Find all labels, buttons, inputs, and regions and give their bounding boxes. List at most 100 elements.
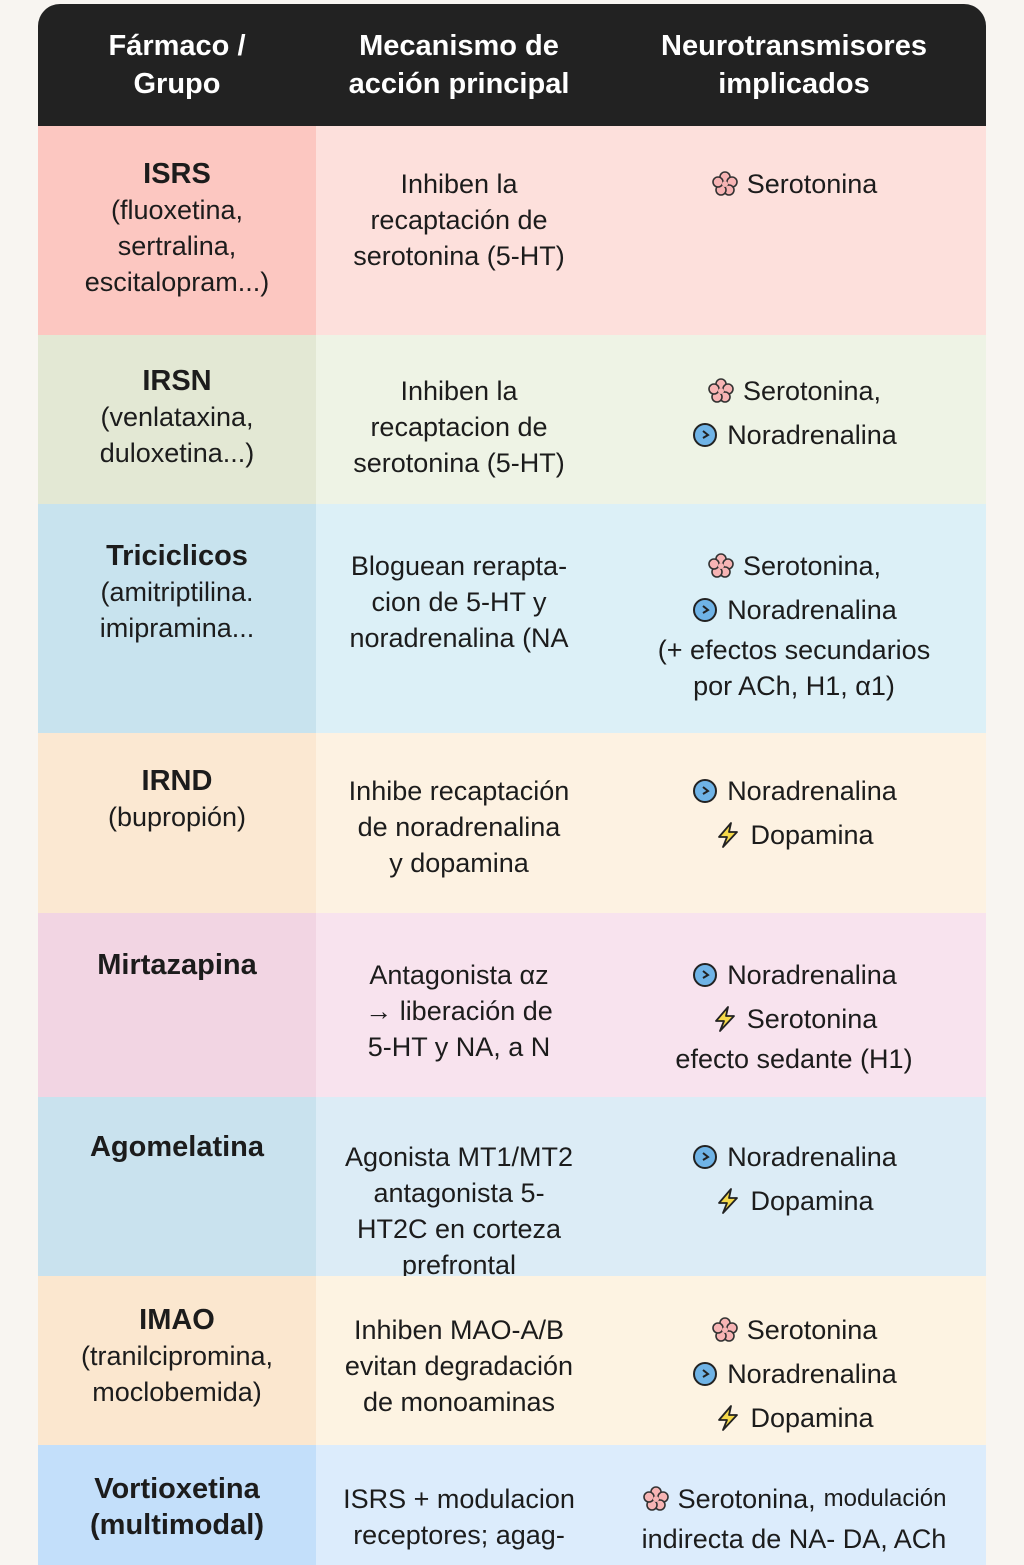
neurotransmitter-item: Dopamina xyxy=(714,817,874,853)
drug-examples: (amitriptilina. xyxy=(100,577,254,607)
drug-group-name: Agomelatina xyxy=(89,1131,265,1163)
flower-icon xyxy=(707,552,735,580)
mechanism-line: → liberación de xyxy=(365,996,553,1026)
neurotransmitter-item: Serotonina xyxy=(711,1001,878,1037)
mechanism-line: Agonista MT1/MT2 xyxy=(344,1142,574,1172)
neurotransmitter-name: Noradrenalina xyxy=(727,1359,897,1389)
neurotransmitter-name: Serotonina, xyxy=(677,1484,816,1514)
neurotransmitters-cell: Serotonina, Noradrenalina (+ efectos secun… xyxy=(602,504,986,733)
lightning-icon xyxy=(714,821,742,849)
neurotransmitter-name: Dopamina xyxy=(750,820,874,850)
header-mechanism: Mecanismo de acción principal xyxy=(348,30,570,100)
arrow-circle-icon xyxy=(691,777,719,805)
neurotransmitter-name: Serotonina, xyxy=(742,376,882,406)
mechanism-line: antagonista 5- xyxy=(373,1178,545,1208)
neurotransmitter-note: (+ efectos secundarios xyxy=(657,635,931,665)
mechanism-line: prefrontal xyxy=(401,1250,517,1280)
mechanism-line: recaptación de xyxy=(370,205,548,235)
neurotransmitters-cell: Serotonina,modulación indirecta de NA- DA… xyxy=(602,1445,986,1565)
mechanism-line: HT2C en corteza xyxy=(356,1214,562,1244)
drug-group-name: Triciclicos xyxy=(106,540,248,572)
neurotransmitter-item: Noradrenalina xyxy=(691,957,897,993)
neurotransmitter-name: Dopamina xyxy=(750,1186,874,1216)
mechanism-line: de noradrenalina xyxy=(357,812,561,842)
neurotransmitter-item: Dopamina xyxy=(714,1183,874,1219)
drug-group-cell: ISRS(fluoxetina,sertralina,escitalopram.… xyxy=(38,126,316,335)
table-row: Mirtazapina Antagonista αz → liberación de… xyxy=(38,913,986,1097)
antidepressant-table: Fármaco / Grupo Mecanismo de acción prin… xyxy=(38,4,986,1565)
neurotransmitter-name: Noradrenalina xyxy=(727,776,897,806)
table-body: ISRS(fluoxetina,sertralina,escitalopram.… xyxy=(38,126,986,1565)
neurotransmitter-name: Serotonina xyxy=(746,169,878,199)
mechanism-cell: Antagonista αz → liberación de 5-HT y NA, … xyxy=(316,913,602,1097)
neurotransmitter-item: Serotonina, xyxy=(707,548,881,584)
table-header: Fármaco / Grupo Mecanismo de acción prin… xyxy=(38,4,986,126)
neurotransmitter-note: efecto sedante (H1) xyxy=(675,1044,913,1074)
drug-group-cell: Vortioxetina (multimodal) xyxy=(38,1445,316,1565)
neurotransmitter-name: Noradrenalina xyxy=(727,1142,897,1172)
table-row: IRSN(venlataxina,duloxetina...)Inhiben l… xyxy=(38,335,986,504)
lightning-icon xyxy=(711,1005,739,1033)
neurotransmitters-cell: Serotonina, Noradrenalina xyxy=(602,335,986,504)
flower-icon xyxy=(642,1485,670,1513)
table-row: Vortioxetina (multimodal) ISRS + modulacio… xyxy=(38,1445,986,1565)
mechanism-line: Antagonista αz xyxy=(369,960,549,990)
header-neurotransmitters: Neurotransmisores implicados xyxy=(661,30,927,100)
drug-group-name: Mirtazapina xyxy=(97,949,257,981)
mechanism-cell: Inhibe recaptación de noradrenalina y dopa… xyxy=(316,733,602,913)
mechanism-line: Inhiben MAO-A/B xyxy=(353,1315,565,1345)
mechanism-line: serotonina (5-HT) xyxy=(353,448,565,478)
mechanism-line: de monoaminas xyxy=(362,1387,556,1417)
drug-group-name: IRSN xyxy=(142,365,212,397)
mechanism-line: y dopamina xyxy=(389,848,529,878)
flower-icon xyxy=(711,170,739,198)
drug-group-name: IMAO xyxy=(139,1304,215,1336)
drug-group-cell: Agomelatina xyxy=(38,1097,316,1283)
flower-icon xyxy=(707,377,735,405)
mechanism-line: noradrenalina (NA xyxy=(349,623,569,653)
drug-group-name: Vortioxetina xyxy=(94,1473,260,1505)
neurotransmitter-name: Noradrenalina xyxy=(727,420,897,450)
arrow-circle-icon xyxy=(691,421,719,449)
neurotransmitter-name: Dopamina xyxy=(750,1403,874,1433)
table-row: Triciclicos(amitriptilina.imipramina...B… xyxy=(38,504,986,733)
drug-examples: moclobemida) xyxy=(92,1377,262,1407)
table-row: ISRS(fluoxetina,sertralina,escitalopram.… xyxy=(38,126,986,335)
neurotransmitter-name: Noradrenalina xyxy=(727,960,897,990)
arrow-circle-icon xyxy=(691,1360,719,1388)
neurotransmitter-item: Noradrenalina xyxy=(691,592,897,628)
table-row: Agomelatina Agonista MT1/MT2 antagonista 5… xyxy=(38,1097,986,1283)
mechanism-line: 5-HT y NA, a N xyxy=(367,1032,551,1062)
header-drug-group: Fármaco / Grupo xyxy=(108,30,246,100)
neurotransmitter-item: Noradrenalina xyxy=(691,773,897,809)
drug-examples: (multimodal) xyxy=(90,1509,264,1541)
drug-examples: duloxetina...) xyxy=(99,438,255,468)
lightning-icon xyxy=(714,1404,742,1432)
mechanism-line: Inhibe recaptación xyxy=(348,776,570,806)
mechanism-line: Inhiben la xyxy=(400,169,518,199)
table-row: IMAO (tranilcipromina, moclobemida) Inhiben… xyxy=(38,1276,986,1445)
drug-examples: (bupropión) xyxy=(107,802,247,832)
lightning-icon xyxy=(714,1187,742,1215)
drug-examples: imipramina... xyxy=(99,613,255,643)
drug-group-cell: Mirtazapina xyxy=(38,913,316,1097)
drug-group-cell: IMAO (tranilcipromina, moclobemida) xyxy=(38,1276,316,1445)
neurotransmitter-note: indirecta de NA- DA, ACh xyxy=(641,1524,947,1554)
drug-group-cell: Triciclicos (amitriptilina. imipramina... xyxy=(38,504,316,733)
neurotransmitter-name: Serotonina xyxy=(746,1004,878,1034)
neurotransmitter-name: Serotonina xyxy=(746,1315,878,1345)
mechanism-line: ISRS + modulacion xyxy=(343,1484,575,1514)
drug-group-cell: IRSN(venlataxina,duloxetina...) xyxy=(38,335,316,504)
neurotransmitter-item: Serotonina,modulación xyxy=(642,1481,946,1517)
neurotransmitters-cell: Serotonina xyxy=(602,126,986,335)
arrow-circle-icon xyxy=(691,961,719,989)
drug-examples: (tranilcipromina, xyxy=(80,1341,274,1371)
drug-group-name: ISRS xyxy=(143,158,211,190)
